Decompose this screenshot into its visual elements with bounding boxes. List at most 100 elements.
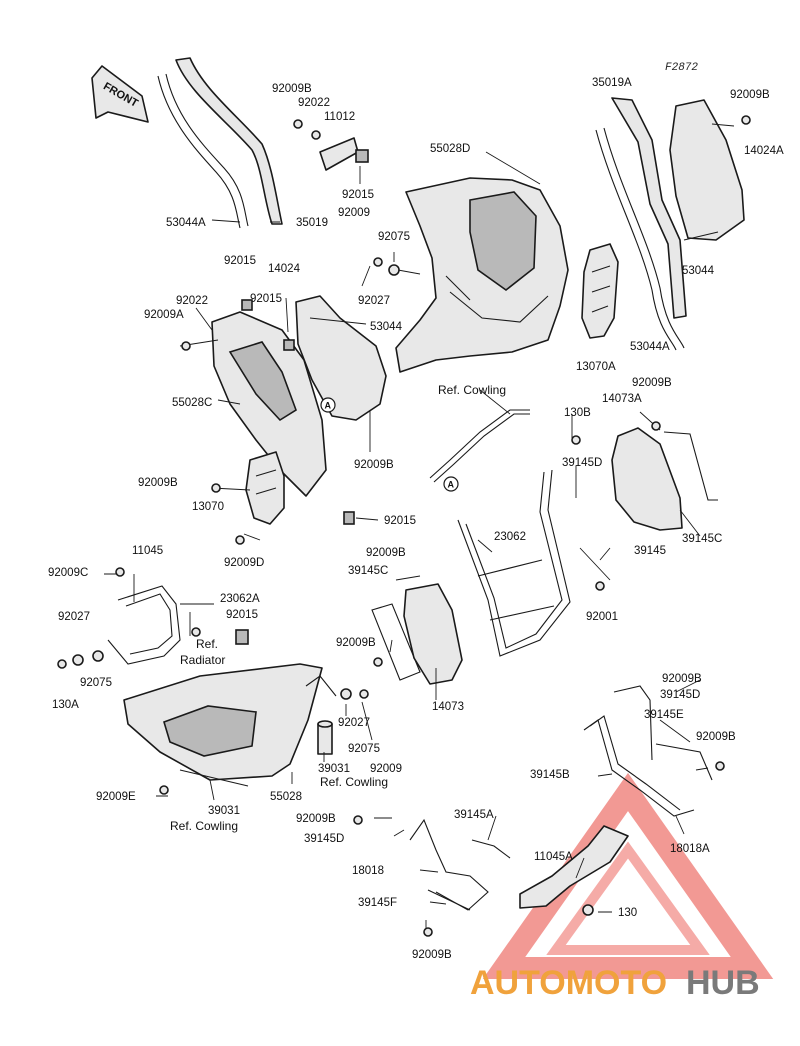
label-39145c-2: 39145C [348,565,388,577]
bracket-11012 [293,119,369,171]
diagram-code: F2872 [665,62,698,74]
label-92009b-2: 92009B [730,89,770,101]
watermark-text-hub: HUB [686,964,760,1002]
bracket-18018 [409,818,511,911]
fasteners [57,115,751,937]
label-92009b-7: 92009B [336,637,376,649]
label-39145b: 39145B [530,769,570,781]
label-ref-cowling-2: Ref. Cowling [320,775,388,789]
label-55028d: 55028D [430,143,470,155]
label-ref-cowling-3: Ref. Cowling [170,819,238,833]
label-18018a: 18018A [670,843,710,855]
sleeve-39031 [305,675,337,755]
label-39031-1: 39031 [318,763,350,775]
trim-strips-left [157,57,283,229]
watermark-triangle-icon [482,772,774,979]
label-39145e: 39145E [644,709,684,721]
label-92075-2: 92075 [80,677,112,689]
label-92075-3: 92075 [348,743,380,755]
watermark-text-auto: AUTOMOTO [470,964,667,1002]
panel-13070 [245,451,285,525]
label-14024: 14024 [268,263,301,275]
label-92001: 92001 [586,611,618,623]
label-55028c: 55028C [172,397,212,409]
svg-text:A: A [325,401,332,411]
label-92009b-11: 92009B [412,949,452,961]
bracket-11045a [519,825,629,909]
label-11012: 11012 [324,111,355,123]
front-arrow: FRONT [91,65,149,123]
label-92015-1: 92015 [342,189,374,201]
label-92009-2: 92009 [370,763,402,775]
marker-a-2: A [443,476,459,492]
label-11045a: 11045A [534,851,573,863]
label-ref: Ref. [196,637,218,651]
label-92015-3: 92015 [250,293,282,305]
trim-strips-right [595,97,687,351]
label-92022-1: 92022 [298,97,330,109]
label-92009e: 92009E [96,791,136,803]
label-92009b-5: 92009B [138,477,178,489]
label-radiator: Radiator [180,653,225,667]
label-92009b-8: 92009B [662,673,702,685]
label-23062a: 23062A [220,593,260,605]
label-14073a: 14073A [602,393,642,405]
label-92009: 92009 [338,207,370,219]
label-39145d-2: 39145D [660,689,700,701]
cowl-55028d [395,177,569,373]
cover-14024a [669,99,745,241]
label-39145a: 39145A [454,809,494,821]
panel-14073 [371,583,463,685]
label-92009b-4: 92009B [354,459,394,471]
cowl-55028c [211,311,327,497]
cover-14073a [611,427,718,531]
label-39031-2: 39031 [208,805,240,817]
marker-a-1: A [320,397,336,413]
label-92027-1: 92027 [358,295,390,307]
undercowl-55028 [123,663,323,787]
label-35019a: 35019A [592,77,632,89]
bracket-11045 [107,585,181,665]
label-53044-2: 53044 [370,321,403,333]
label-92009c: 92009C [48,567,88,579]
label-14024a: 14024A [744,145,784,157]
leader-lines [104,123,735,930]
part-labels: 92009B 92022 11012 92015 55028D 35019A 9… [48,77,784,961]
label-39145: 39145 [634,545,666,557]
label-92022-2: 92022 [176,295,208,307]
front-arrow-icon [91,65,149,123]
label-130b: 130B [564,407,591,419]
label-11045: 11045 [132,545,163,557]
label-92027-2: 92027 [58,611,90,623]
label-13070a: 13070A [576,361,616,373]
label-92009b-9: 92009B [696,731,736,743]
label-14073: 14073 [432,701,464,713]
label-130: 130 [618,907,637,919]
label-39145d-1: 39145D [562,457,602,469]
label-39145d-3: 39145D [304,833,344,845]
label-53044a-2: 53044A [630,341,670,353]
bracket-23062 [457,469,571,657]
label-23062: 23062 [494,531,526,543]
label-13070: 13070 [192,501,224,513]
label-92009b-6: 92009B [366,547,406,559]
label-92009a: 92009A [144,309,184,321]
cover-14024 [295,295,387,421]
label-53044-1: 53044 [682,265,715,277]
panel-13070a [581,243,619,339]
label-130a: 130A [52,699,79,711]
label-92009b-1: 92009B [272,83,312,95]
label-92015-2: 92015 [224,255,256,267]
label-53044a-1: 53044A [166,217,206,229]
watermark-logo: AUTOMOTO HUB [470,772,774,1002]
svg-text:A: A [448,480,455,490]
label-92027-3: 92027 [338,717,370,729]
label-18018: 18018 [352,865,384,877]
label-92015-4: 92015 [384,515,416,527]
label-92009d: 92009D [224,557,264,569]
label-92075-1: 92075 [378,231,410,243]
ref-cowling-rod [429,409,530,483]
label-55028: 55028 [270,791,302,803]
label-92009b-3: 92009B [632,377,672,389]
